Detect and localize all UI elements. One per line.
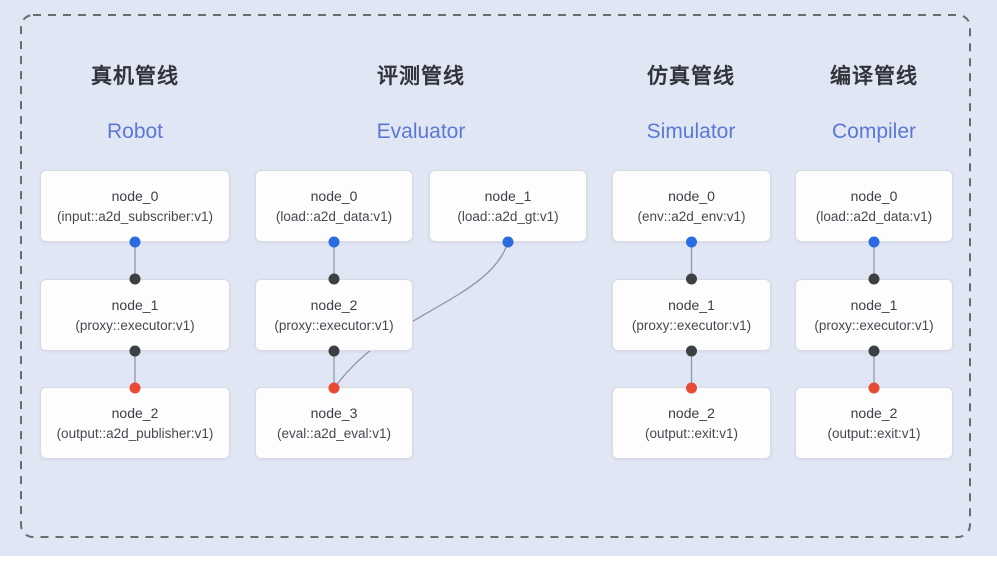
source-port-handle[interactable]: [502, 236, 514, 248]
flow-node-compiler-0[interactable]: node_0 (load::a2d_data:v1): [795, 170, 953, 242]
source-port-handle[interactable]: [328, 236, 340, 248]
target-port-handle[interactable]: [129, 382, 141, 394]
flow-node-simulator-1[interactable]: node_1 (proxy::executor:v1): [612, 279, 771, 351]
flow-node-robot-1[interactable]: node_1 (proxy::executor:v1): [40, 279, 230, 351]
flow-node-evaluator-2[interactable]: node_2 (proxy::executor:v1): [255, 279, 413, 351]
node-name: node_3: [310, 405, 358, 421]
node-type: (load::a2d_data:v1): [275, 209, 393, 224]
node-name: node_2: [111, 405, 159, 421]
pipeline-title-zh-robot: 真机管线: [91, 65, 179, 88]
node-type: (eval::a2d_eval:v1): [276, 426, 392, 441]
node-type: (proxy::executor:v1): [814, 318, 934, 333]
node-name: node_2: [850, 405, 898, 421]
node-type: (input::a2d_subscriber:v1): [56, 209, 214, 224]
node-name: node_1: [850, 297, 898, 313]
pipeline-title-en-robot: Robot: [106, 120, 164, 143]
flow-node-simulator-0[interactable]: node_0 (env::a2d_env:v1): [612, 170, 771, 242]
node-type: (env::a2d_env:v1): [637, 209, 746, 224]
target-port-handle[interactable]: [868, 382, 880, 394]
target-port-handle[interactable]: [686, 382, 697, 394]
node-name: node_1: [668, 297, 715, 313]
pipeline-title-zh-evaluator: 评测管线: [377, 65, 465, 88]
source-port-handle[interactable]: [868, 236, 880, 248]
flow-node-robot-2[interactable]: node_2 (output::a2d_publisher:v1): [40, 387, 230, 459]
node-type: (load::a2d_gt:v1): [457, 209, 559, 224]
node-type: (output::exit:v1): [644, 426, 739, 441]
node-type: (proxy::executor:v1): [75, 318, 195, 333]
node-type: (proxy::executor:v1): [274, 318, 394, 333]
flow-node-evaluator-1[interactable]: node_1 (load::a2d_gt:v1): [429, 170, 587, 242]
flow-node-compiler-1[interactable]: node_1 (proxy::executor:v1): [795, 279, 953, 351]
pipeline-title-zh-compiler: 编译管线: [830, 65, 918, 88]
flow-node-evaluator-3[interactable]: node_3 (eval::a2d_eval:v1): [255, 387, 413, 459]
node-type: (output::a2d_publisher:v1): [56, 426, 214, 441]
node-name: node_2: [668, 405, 715, 421]
target-port-handle[interactable]: [328, 382, 340, 394]
target-port-handle[interactable]: [328, 273, 340, 285]
flow-node-simulator-2[interactable]: node_2 (output::exit:v1): [612, 387, 771, 459]
source-port-handle[interactable]: [328, 345, 340, 357]
node-name: node_0: [668, 188, 715, 204]
node-name: node_0: [850, 188, 898, 204]
node-name: node_0: [310, 188, 358, 204]
node-name: node_2: [310, 297, 358, 313]
node-type: (load::a2d_data:v1): [815, 209, 933, 224]
node-name: node_0: [111, 188, 159, 204]
source-port-handle[interactable]: [686, 236, 697, 248]
flow-node-robot-0[interactable]: node_0 (input::a2d_subscriber:v1): [40, 170, 230, 242]
node-type: (output::exit:v1): [827, 426, 921, 441]
flow-node-compiler-2[interactable]: node_2 (output::exit:v1): [795, 387, 953, 459]
source-port-handle[interactable]: [129, 236, 141, 248]
pipeline-title-en-evaluator: Evaluator: [376, 120, 466, 143]
node-name: node_1: [484, 188, 532, 204]
flow-node-evaluator-0[interactable]: node_0 (load::a2d_data:v1): [255, 170, 413, 242]
source-port-handle[interactable]: [686, 345, 697, 357]
target-port-handle[interactable]: [686, 273, 697, 285]
source-port-handle[interactable]: [129, 345, 141, 357]
source-port-handle[interactable]: [868, 345, 880, 357]
target-port-handle[interactable]: [129, 273, 141, 285]
node-name: node_1: [111, 297, 159, 313]
node-type: (proxy::executor:v1): [631, 318, 752, 333]
target-port-handle[interactable]: [868, 273, 880, 285]
pipeline-title-en-compiler: Compiler: [831, 120, 917, 143]
